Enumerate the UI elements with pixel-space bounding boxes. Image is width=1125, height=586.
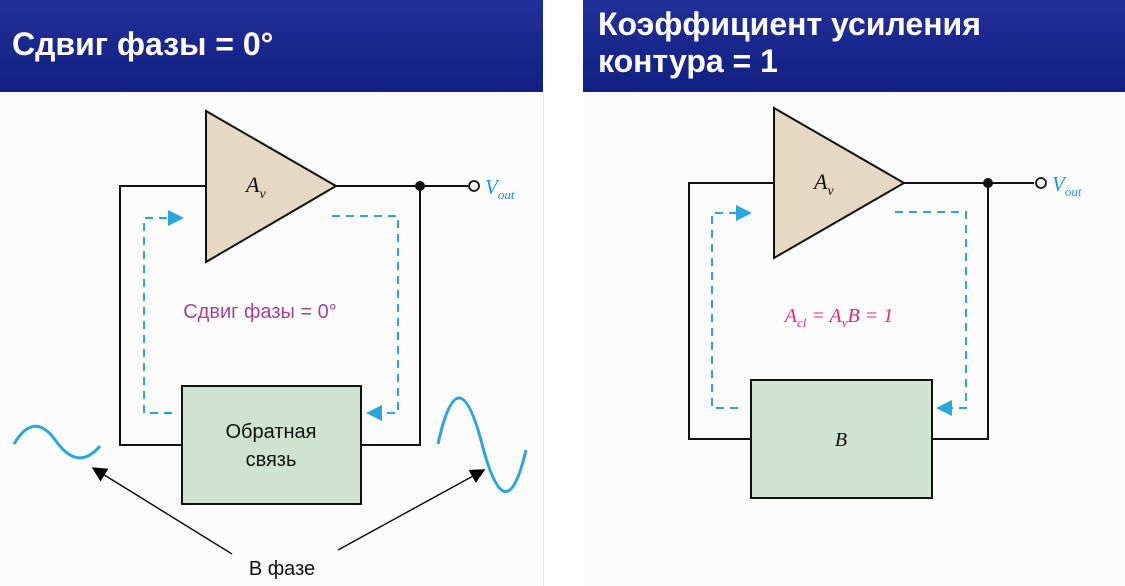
left-input-wave bbox=[12, 424, 102, 460]
left-feedback-wire-right bbox=[361, 186, 421, 446]
right-junction-dot bbox=[983, 178, 993, 188]
left-junction-dot bbox=[415, 181, 425, 191]
left-output-label: Vout bbox=[485, 175, 515, 202]
left-loop-arrow-top bbox=[332, 215, 399, 421]
left-feedback-label-1: Обратная bbox=[226, 421, 317, 443]
right-feedback-wire-right bbox=[932, 183, 989, 440]
left-in-phase-label: В фазе bbox=[249, 558, 315, 580]
right-feedback-wire-left bbox=[688, 182, 774, 440]
right-gain-equation: Acl = AvB = 1 bbox=[783, 305, 893, 330]
left-feedback-box bbox=[181, 385, 362, 505]
right-title-line2: контура = 1 bbox=[598, 43, 778, 79]
right-diagram: Av Vout B Acl = AvB = 1 bbox=[688, 106, 1082, 499]
left-pointer-arrow-2 bbox=[337, 469, 486, 551]
left-pointer-arrow-1 bbox=[91, 467, 233, 555]
right-output-label: Vout bbox=[1052, 172, 1082, 199]
left-output-terminal bbox=[468, 180, 480, 192]
left-condition-text: Сдвиг фазы = 0° bbox=[183, 301, 337, 323]
right-amp-label: Av bbox=[812, 169, 834, 199]
right-feedback-label: B bbox=[835, 429, 847, 451]
right-output-terminal bbox=[1035, 177, 1047, 189]
right-title-line1: Коэффициент усиления bbox=[598, 6, 981, 42]
left-loop-arrow-bottom bbox=[143, 210, 184, 414]
right-panel-title: Коэффициент усиления контура = 1 bbox=[583, 0, 1125, 92]
left-title-text: Сдвиг фазы = 0° bbox=[12, 26, 274, 62]
right-loop-arrow-bottom bbox=[711, 205, 752, 409]
left-diagram: Av Vout Обратная связь Сдвиг фазы = 0° В… bbox=[12, 109, 528, 580]
left-panel-title: Сдвиг фазы = 0° bbox=[0, 0, 543, 92]
left-feedback-wire-left bbox=[119, 185, 206, 446]
left-amplifier-triangle bbox=[205, 109, 338, 264]
right-amplifier-triangle bbox=[773, 106, 907, 260]
right-loop-arrow-top bbox=[895, 211, 967, 416]
left-output-wave bbox=[436, 396, 528, 493]
left-amp-label: Av bbox=[244, 172, 266, 202]
right-feedback-box bbox=[750, 379, 933, 499]
left-feedback-label-2: связь bbox=[246, 449, 297, 471]
